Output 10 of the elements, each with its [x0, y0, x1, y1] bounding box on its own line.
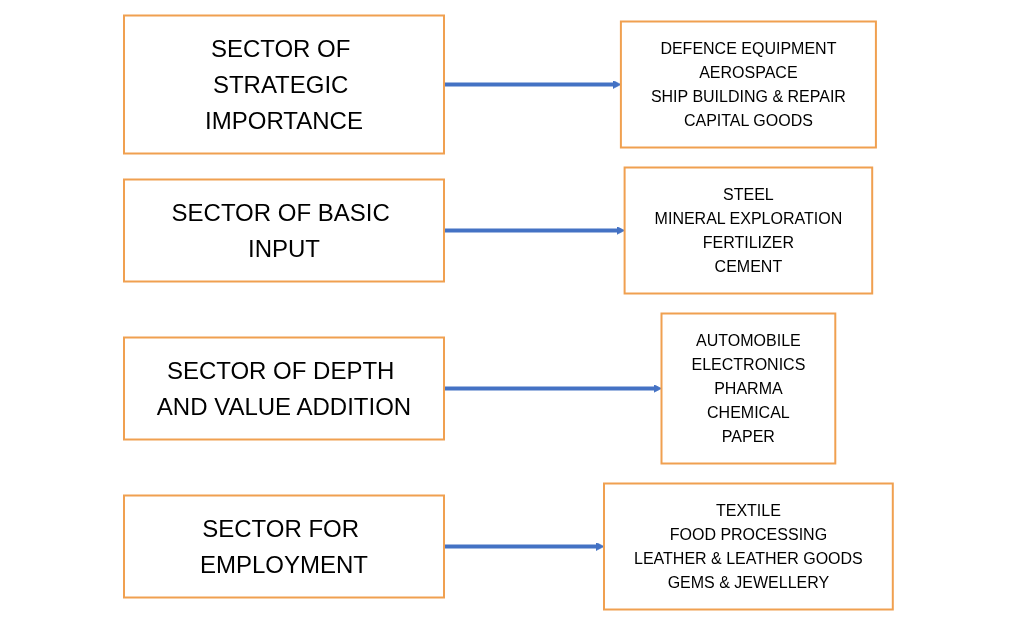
arrow [444, 384, 662, 393]
node-box: DEFENCE EQUIPMENT AEROSPACE SHIP BUILDING & REPAIR CAPITAL GOODS [620, 20, 877, 149]
node-box: TEXTILE FOOD PROCESSING LEATHER & LEATHER GOODS GEMS & JEWELLERY [603, 482, 894, 611]
node-box: SECTOR OF STRATEGIC IMPORTANCE [123, 14, 446, 155]
node-box: SECTOR FOR EMPLOYMENT [123, 494, 446, 599]
node-box: SECTOR OF DEPTH AND VALUE ADDITION [123, 336, 446, 441]
node-box: SECTOR OF BASIC INPUT [123, 178, 446, 283]
node-box: STEEL MINERAL EXPLORATION FERTILIZER CEMENT [623, 166, 874, 295]
node-box: AUTOMOBILE ELECTRONICS PHARMA CHEMICAL PAPER [660, 312, 837, 465]
arrow [444, 542, 605, 551]
